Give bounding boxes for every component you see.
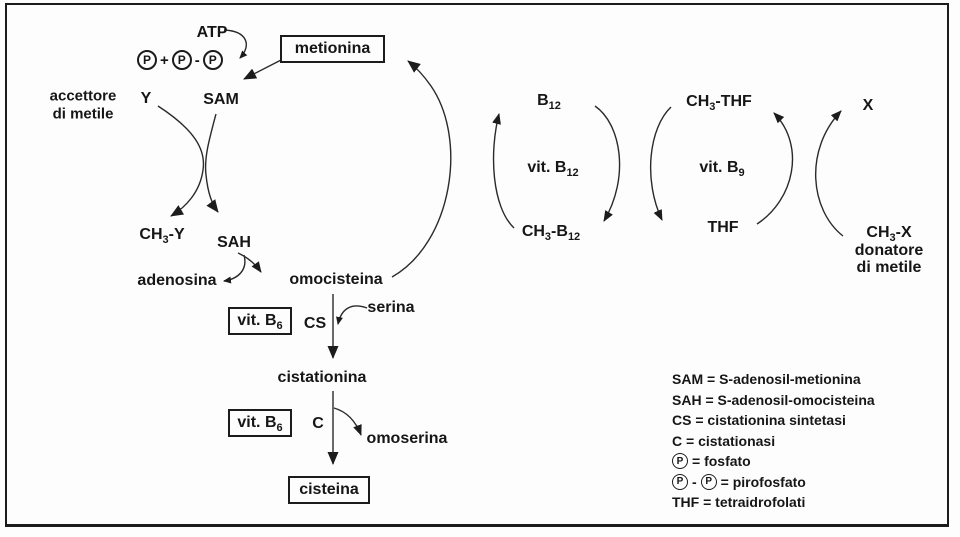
arrow-sah-to-omocisteina	[237, 252, 262, 273]
label-omoserina: omoserina	[366, 430, 448, 447]
label-x: X	[862, 97, 874, 114]
legend-item-c: C = cistationasi	[672, 432, 776, 449]
label-cs-enzyme: CS	[303, 315, 327, 332]
arrow-b12-to-ch3b12	[594, 105, 621, 222]
phosphate-circle-icon: P	[672, 453, 688, 470]
legend-item-sam: SAM = S-adenosil-metionina	[672, 371, 861, 388]
dash-sign: -	[194, 51, 200, 69]
node-vit-b6-1: vit. B6	[228, 307, 292, 335]
phosphate-group: P + P - P	[137, 50, 223, 70]
node-metionina: metionina	[280, 35, 385, 63]
arrow-sah-to-adenosina	[223, 254, 246, 284]
arrow-thf-to-ch3thf	[756, 112, 794, 225]
legend-item-sah: SAH = S-adenosil-omocisteina	[672, 391, 875, 408]
legend: SAM = S-adenosil-metionina SAH = S-adeno…	[672, 369, 875, 513]
label-sam: SAM	[203, 91, 239, 108]
label-b12: B12	[537, 92, 561, 113]
label-cistationina: cistationina	[277, 369, 367, 386]
arrow-ch3x-to-x	[814, 110, 844, 237]
legend-item-cs: CS = cistationina sintetasi	[672, 412, 846, 429]
phosphate-circle-icon: P	[202, 50, 223, 70]
label-ch3-y: CH3-Y	[139, 226, 185, 247]
phosphate-circle-icon: P	[137, 50, 157, 70]
phosphate-circle-icon: P	[672, 473, 688, 490]
label-ch3-b12: CH3-B12	[521, 223, 581, 244]
arrow-serina-in	[336, 305, 368, 325]
arrow-y-to-ch3y	[157, 105, 205, 217]
label-omocisteina: omocisteina	[289, 271, 383, 288]
label-ch3-x-donatore: CH3-X donatore di metile	[854, 223, 924, 276]
arrow-omocisteina-to-metionina	[391, 60, 452, 278]
node-vit-b6-2: vit. B6	[228, 409, 292, 437]
label-atp: ATP	[196, 24, 228, 41]
label-c-enzyme: C	[312, 415, 324, 432]
arrow-ch3b12-to-b12	[492, 113, 515, 229]
label-ch3-thf: CH3-THF	[686, 93, 752, 114]
legend-item-thf: THF = tetraidrofolati	[672, 494, 806, 511]
node-cisteina: cisteina	[288, 476, 370, 504]
arrow-metionina-to-sam	[243, 58, 284, 80]
label-vit-b12: vit. B12	[527, 159, 579, 180]
label-y: Y	[140, 90, 152, 107]
plus-sign: +	[160, 51, 169, 69]
legend-item-pirofosfato: P - P = pirofosfato	[672, 472, 875, 493]
label-accettore-di-metile: accettore di metile	[49, 87, 117, 123]
arrow-ch3thf-to-thf	[649, 106, 672, 221]
diagram-border	[5, 3, 949, 527]
label-sah: SAH	[217, 234, 251, 251]
phosphate-circle-icon: P	[171, 50, 192, 70]
phosphate-circle-icon: P	[700, 473, 717, 490]
arrow-atp-in	[223, 29, 248, 59]
arrow-to-omoserina	[333, 407, 362, 436]
label-serina: serina	[367, 299, 415, 316]
label-adenosina: adenosina	[137, 272, 217, 289]
legend-item-fosfato: P = fosfato	[672, 451, 875, 472]
label-thf: THF	[707, 219, 739, 236]
arrow-sam-to-sah	[204, 113, 219, 213]
label-vit-b9: vit. B9	[699, 159, 745, 180]
